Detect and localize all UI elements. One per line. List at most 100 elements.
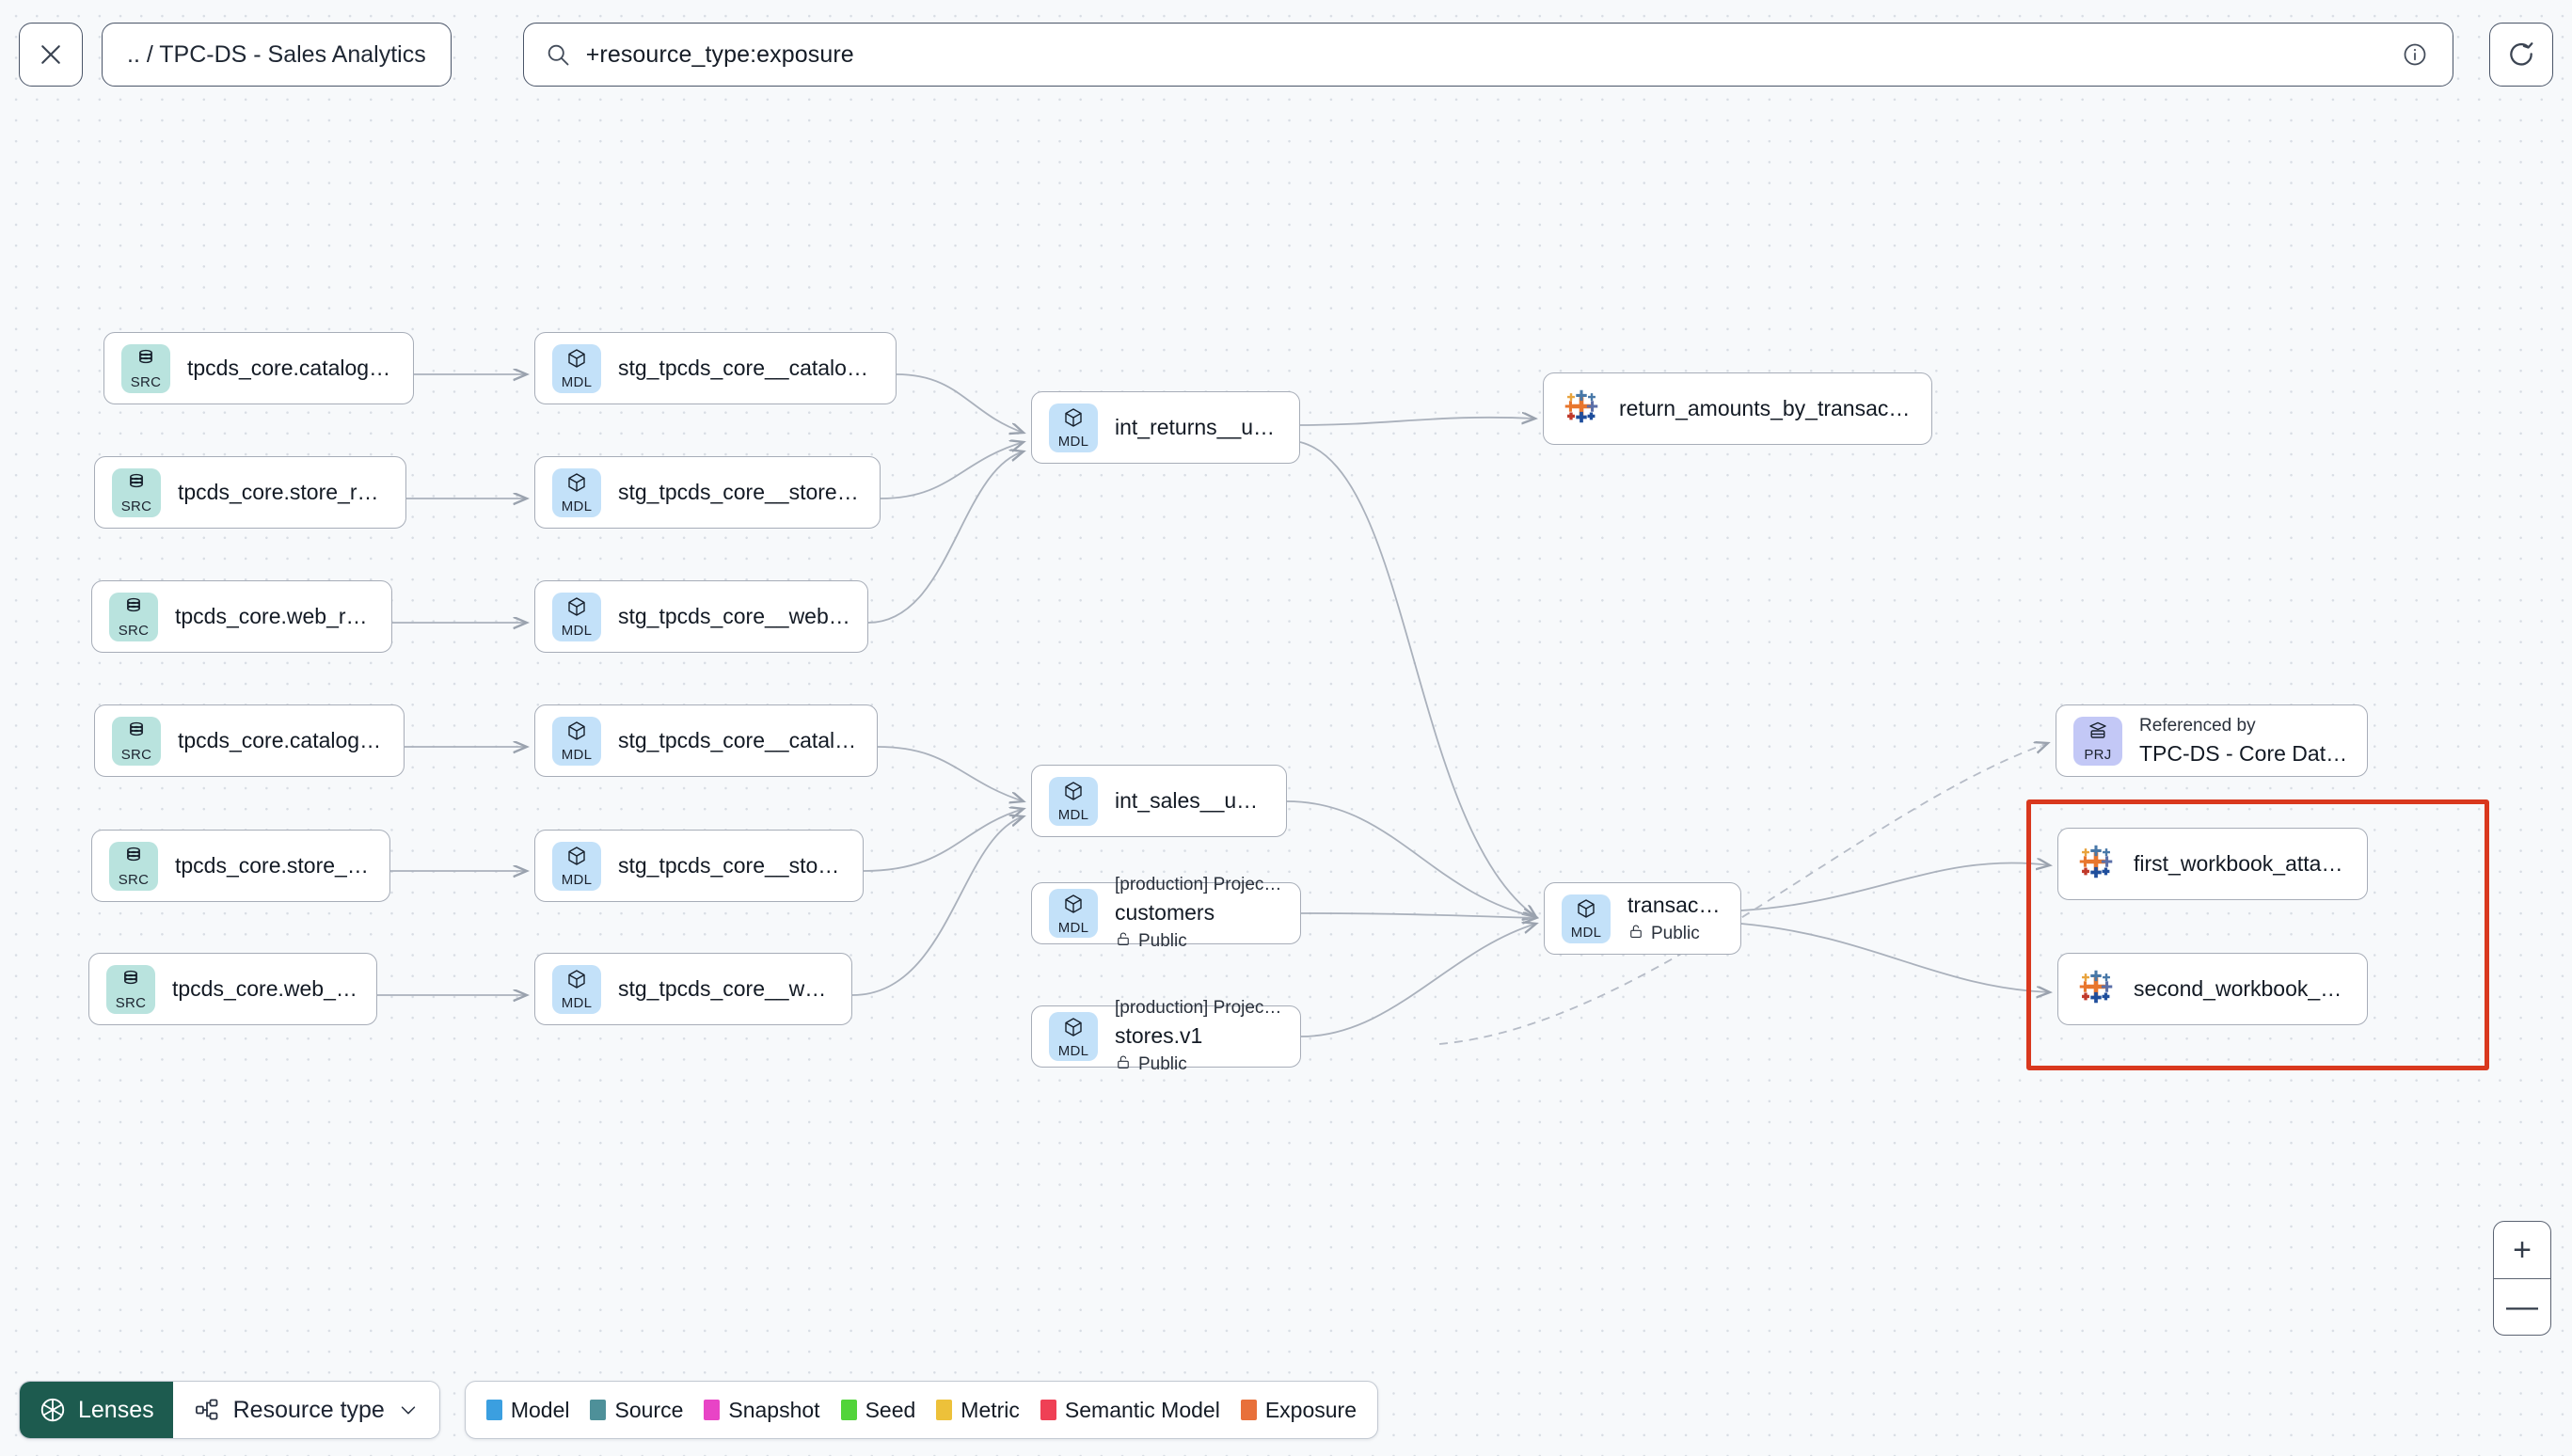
node-text-stack: transactions Public bbox=[1627, 893, 1723, 945]
cube-icon bbox=[1062, 1016, 1085, 1043]
graph-node-int_sales_unioned[interactable]: MDL int_sales__unioned bbox=[1031, 765, 1287, 837]
node-visibility: Public bbox=[1115, 1053, 1283, 1076]
graph-node-return_amounts[interactable]: return_amounts_by_transaction_type bbox=[1543, 372, 1932, 445]
resource-type-legend: Model Source Snapshot Seed Metric Semantic Mo… bbox=[464, 1381, 1378, 1439]
badge-label: MDL bbox=[561, 747, 593, 763]
badge-label: SRC bbox=[120, 747, 152, 763]
node-subtitle: [production] Project: TPC-DS - Core Data… bbox=[1115, 874, 1283, 894]
lenses-button[interactable]: Lenses bbox=[20, 1382, 173, 1438]
search-input[interactable]: +resource_type:exposure bbox=[522, 23, 2453, 87]
node-text-stack: [production] Project: TPC-DS - Core Data… bbox=[1115, 998, 1283, 1076]
lens-group: Lenses Resource type bbox=[19, 1381, 440, 1439]
legend-swatch bbox=[590, 1400, 607, 1420]
legend-swatch bbox=[704, 1400, 721, 1420]
legend-item-semantic-model[interactable]: Semantic Model bbox=[1040, 1398, 1220, 1423]
close-button[interactable] bbox=[19, 23, 83, 87]
cube-icon bbox=[1062, 406, 1085, 434]
refresh-button[interactable] bbox=[2489, 23, 2553, 87]
project-badge: PRJ bbox=[2073, 716, 2122, 766]
legend-item-source[interactable]: Source bbox=[590, 1398, 683, 1423]
model-badge: MDL bbox=[1049, 1012, 1098, 1061]
cube-icon bbox=[565, 845, 588, 872]
legend-item-metric[interactable]: Metric bbox=[936, 1398, 1020, 1423]
model-badge: MDL bbox=[552, 841, 601, 891]
legend-label: Snapshot bbox=[728, 1397, 820, 1422]
badge-label: SRC bbox=[120, 499, 152, 514]
legend-swatch bbox=[840, 1400, 857, 1420]
graph-node-first_workbook[interactable]: first_workbook_attached_to_tpc-ds_-_… bbox=[2057, 828, 2368, 900]
resource-type-dropdown[interactable]: Resource type bbox=[172, 1382, 439, 1438]
badge-label: MDL bbox=[1057, 1042, 1089, 1059]
model-badge: MDL bbox=[552, 467, 601, 517]
zoom-out-button[interactable]: — bbox=[2494, 1278, 2550, 1335]
database-icon bbox=[125, 720, 148, 747]
graph-node-stg_store_returns[interactable]: MDL stg_tpcds_core__store_returns bbox=[534, 456, 881, 529]
resource-type-label: Resource type bbox=[232, 1396, 385, 1423]
source-badge: SRC bbox=[112, 716, 161, 766]
zoom-controls: + — bbox=[2493, 1221, 2551, 1336]
graph-node-customers[interactable]: MDL [production] Project: TPC-DS - Core D… bbox=[1031, 875, 1301, 951]
graph-node-stg_catalog_returns[interactable]: MDL stg_tpcds_core__catalog_returns bbox=[534, 332, 897, 404]
legend-swatch bbox=[936, 1400, 953, 1420]
refresh-icon bbox=[2506, 40, 2536, 70]
node-label: TPC-DS - Core Data Models bbox=[2139, 740, 2350, 766]
tableau-workbook-icon bbox=[2075, 966, 2117, 1012]
badge-label: SRC bbox=[130, 374, 162, 390]
breadcrumb[interactable]: .. / TPC-DS - Sales Analytics bbox=[102, 23, 452, 87]
badge-label: MDL bbox=[561, 872, 593, 888]
legend-item-seed[interactable]: Seed bbox=[840, 1398, 915, 1423]
graph-node-src_web_returns[interactable]: SRC tpcds_core.web_returns bbox=[91, 580, 392, 653]
node-label: int_returns__unioned bbox=[1115, 415, 1282, 439]
lock-icon bbox=[1627, 923, 1644, 945]
badge-label: MDL bbox=[561, 374, 593, 390]
search-value: +resource_type:exposure bbox=[585, 40, 854, 68]
badge-label: MDL bbox=[1057, 807, 1089, 823]
tableau-workbook-icon bbox=[2075, 841, 2117, 887]
zoom-in-button[interactable]: + bbox=[2513, 1231, 2532, 1268]
badge-label: MDL bbox=[1057, 434, 1089, 450]
node-label: stg_tpcds_core__store_returns bbox=[618, 480, 863, 504]
tableau-workbook-icon bbox=[1561, 386, 1602, 432]
source-badge: SRC bbox=[109, 592, 158, 641]
graph-node-second_workbook[interactable]: second_workbook_connected_to_live… bbox=[2057, 953, 2368, 1025]
legend-item-exposure[interactable]: Exposure bbox=[1240, 1398, 1357, 1423]
aperture-icon bbox=[39, 1396, 67, 1424]
lock-icon bbox=[1115, 1053, 1132, 1076]
model-badge: MDL bbox=[552, 592, 601, 641]
cube-icon bbox=[565, 595, 588, 623]
node-label: stg_tpcds_core__catalog_returns bbox=[618, 356, 879, 380]
node-label: second_workbook_connected_to_live… bbox=[2134, 976, 2350, 1001]
badge-label: SRC bbox=[118, 623, 150, 639]
breadcrumb-label: .. / TPC-DS - Sales Analytics bbox=[127, 40, 426, 68]
legend-item-snapshot[interactable]: Snapshot bbox=[704, 1397, 820, 1423]
legend-label: Model bbox=[510, 1397, 570, 1422]
legend-item-model[interactable]: Model bbox=[485, 1397, 570, 1423]
info-icon[interactable] bbox=[2402, 41, 2428, 68]
close-icon bbox=[37, 40, 65, 69]
cube-icon bbox=[1575, 897, 1597, 925]
node-label: tpcds_core.web_returns bbox=[175, 604, 374, 628]
badge-label: MDL bbox=[1057, 919, 1089, 936]
graph-node-stores_v1[interactable]: MDL [production] Project: TPC-DS - Core D… bbox=[1031, 998, 1301, 1074]
node-label: int_sales__unioned bbox=[1115, 788, 1269, 813]
badge-label: SRC bbox=[115, 995, 147, 1011]
visibility-label: Public bbox=[1651, 923, 1700, 943]
graph-node-int_returns_unioned[interactable]: MDL int_returns__unioned bbox=[1031, 391, 1300, 464]
database-icon bbox=[125, 471, 148, 499]
graph-node-transactions[interactable]: MDLtransactions Public bbox=[1544, 882, 1741, 955]
lock-icon bbox=[1115, 930, 1132, 953]
node-label: tpcds_core.store_sales bbox=[175, 853, 373, 878]
legend-swatch bbox=[1040, 1400, 1056, 1420]
